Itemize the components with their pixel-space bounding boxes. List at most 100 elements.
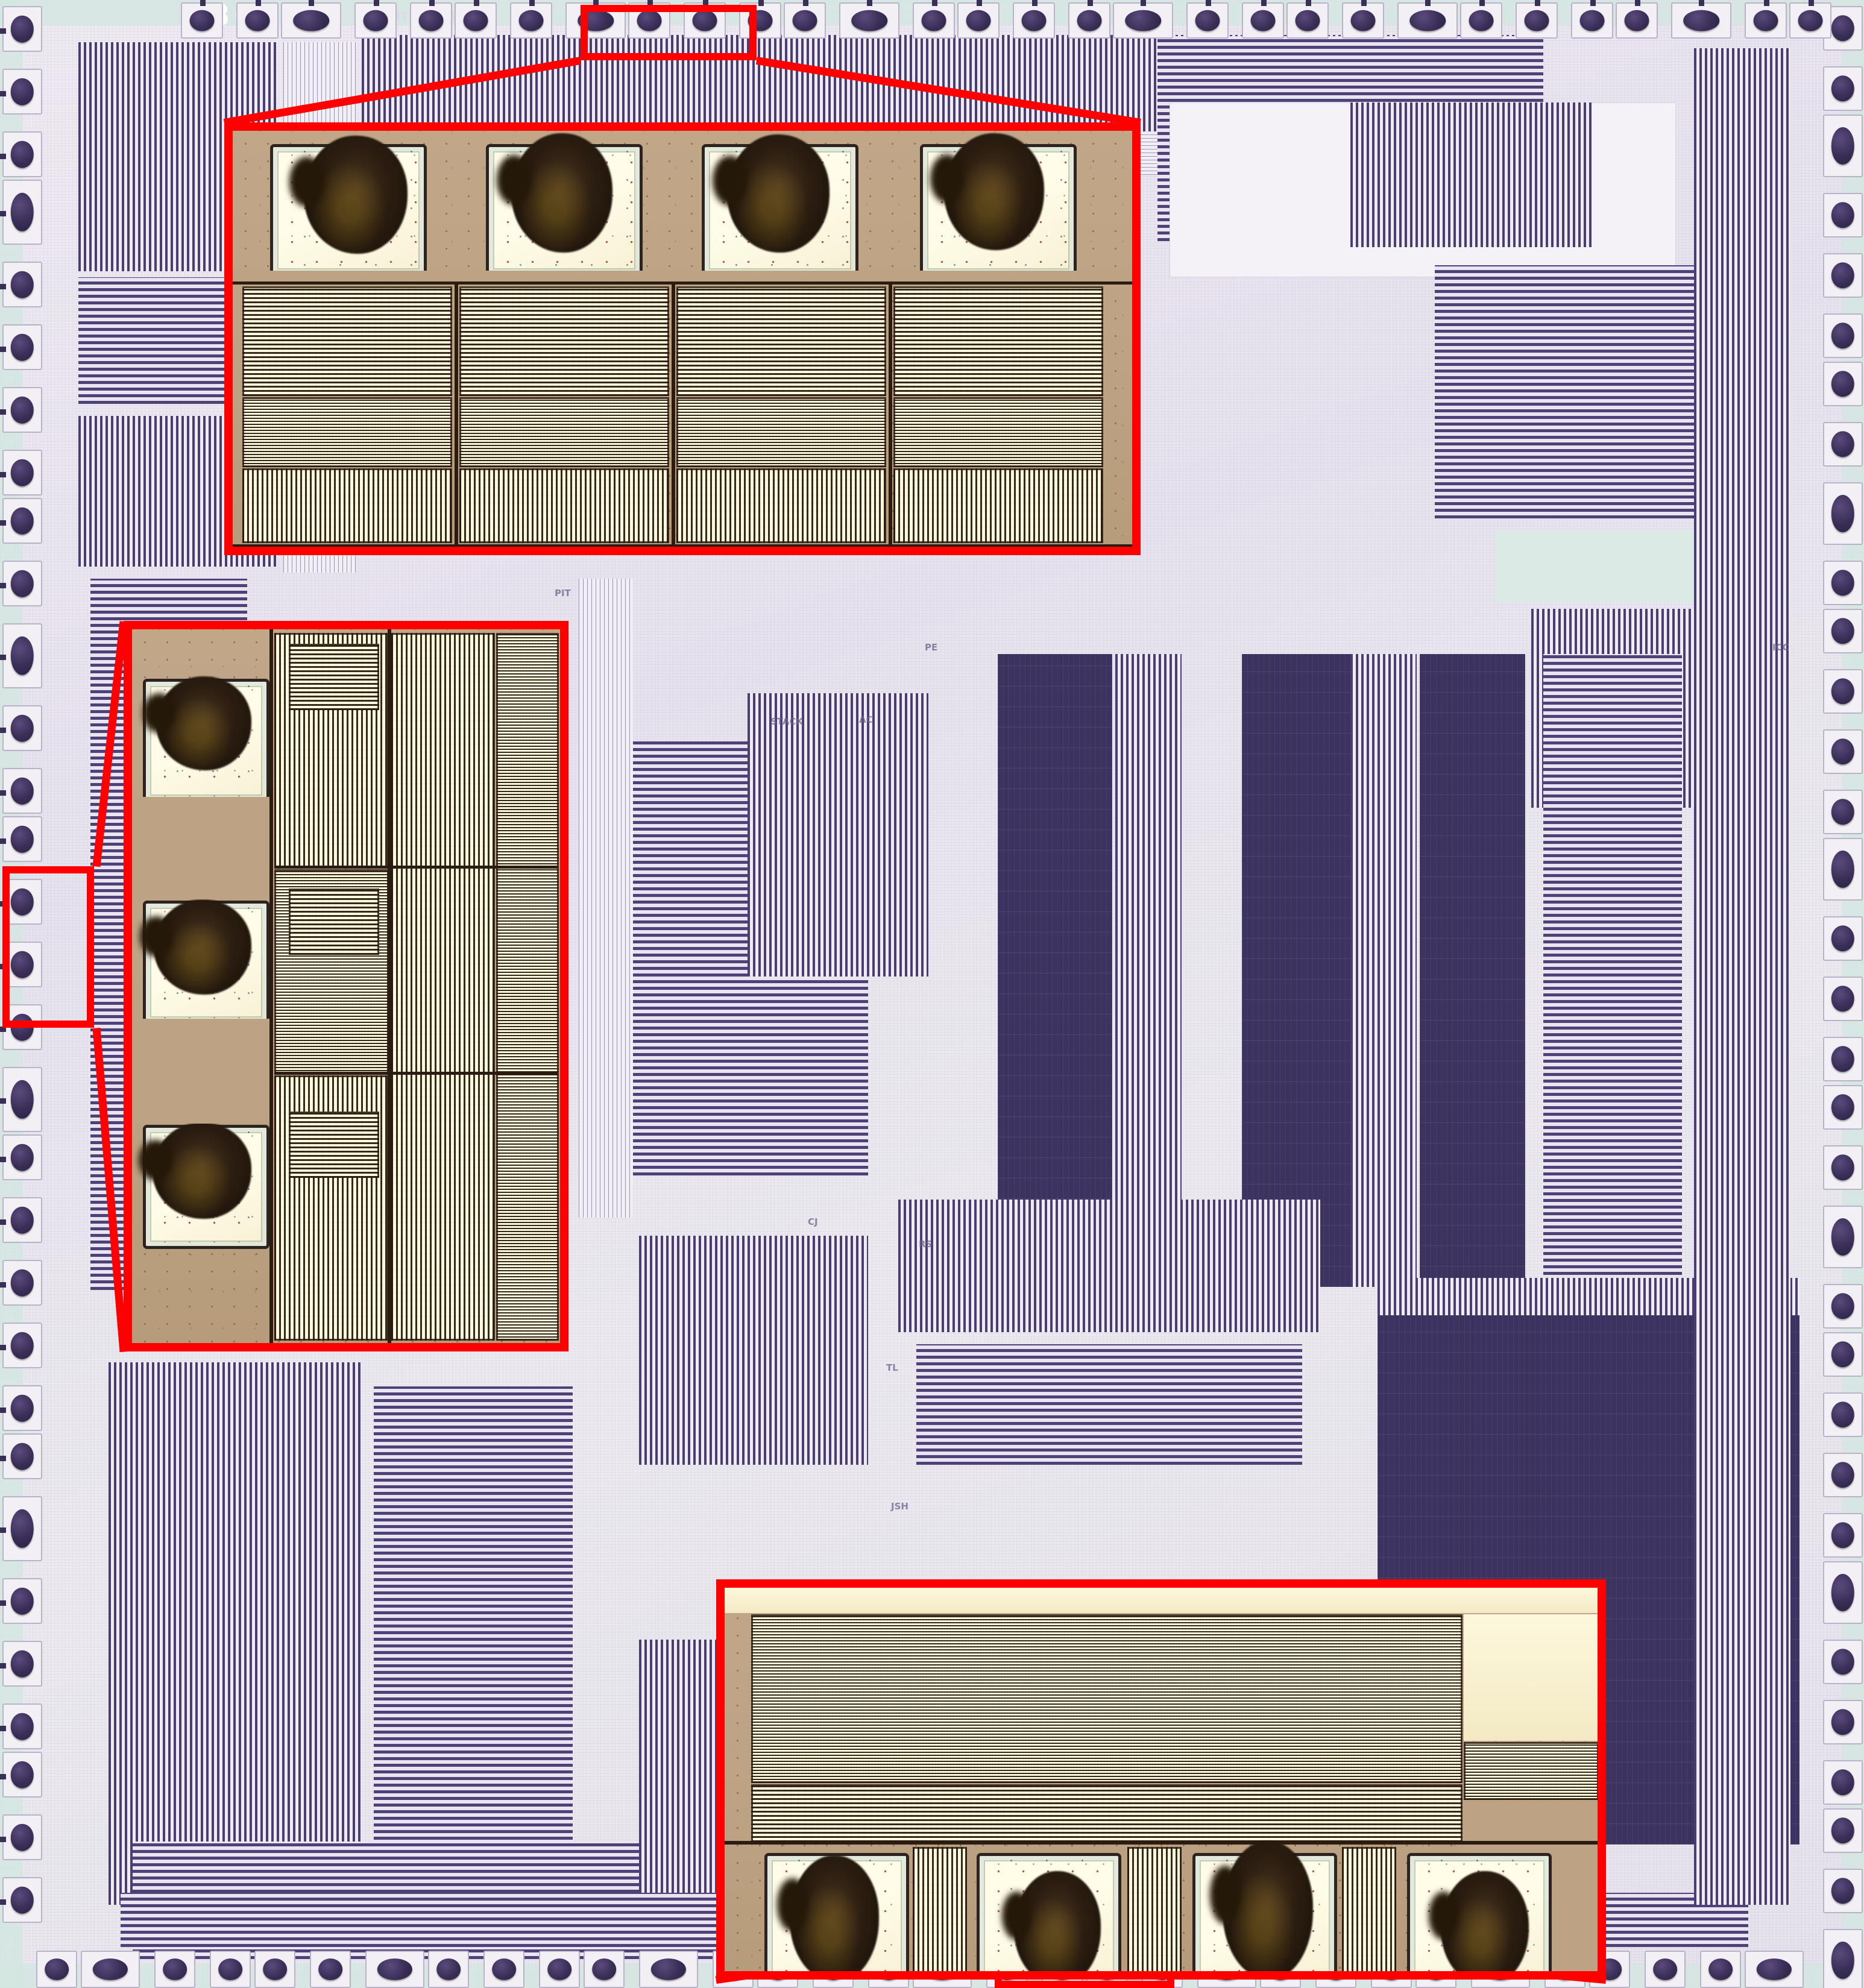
bond-pad-left <box>0 1578 42 1624</box>
magnified-driver-routing <box>893 468 1103 543</box>
bond-pad-left <box>0 6 42 52</box>
bond-pad-right <box>1823 729 1863 774</box>
left-pad-column-callout <box>124 621 568 1351</box>
top-pad-row-callout <box>224 122 1141 555</box>
bond-pad-bottom <box>1645 1951 1686 1988</box>
bond-pad-top <box>181 0 223 39</box>
bond-pad-right <box>1823 362 1863 406</box>
magnified-metal-strap <box>1127 1847 1182 1971</box>
bond-pad-top <box>839 0 899 39</box>
bond-pad-right <box>1823 253 1863 298</box>
bond-pad-bottom <box>154 1951 195 1988</box>
bond-pad-top <box>1516 0 1558 39</box>
magnified-driver-detail <box>893 397 1103 467</box>
bond-pad-left <box>0 180 42 245</box>
die-block-label: PIT <box>555 588 571 599</box>
bond-pad-bottom <box>310 1951 351 1988</box>
bond-pad-left <box>0 1433 42 1479</box>
bond-pad-bottom <box>639 1951 698 1988</box>
callout-source-rect-top <box>581 5 757 60</box>
block-microcode-pla-1 <box>998 654 1112 1281</box>
magnified-bus-detail <box>496 633 559 1341</box>
bond-pad-right <box>1823 609 1863 653</box>
bond-pad-left <box>0 1197 42 1243</box>
magnified-output-driver <box>242 286 452 396</box>
magnified-driver-routing <box>676 468 886 543</box>
bond-pad-top <box>957 0 1000 39</box>
bond-pad-top <box>354 0 397 39</box>
die-block-label: JSH <box>891 1501 908 1512</box>
magnified-bus-detail <box>1464 1742 1598 1800</box>
bond-pad-right <box>1823 1513 1863 1558</box>
block-pla-decoder-3 <box>1543 654 1682 1275</box>
magnified-output-driver <box>289 1112 379 1178</box>
bond-pad-bottom <box>81 1951 140 1988</box>
bond-pad-top <box>1460 0 1502 39</box>
block-analog-well <box>1495 530 1712 603</box>
bond-wire-residue <box>139 1122 251 1219</box>
bond-pad-right <box>1823 422 1863 467</box>
bond-pad-right <box>1823 1037 1863 1081</box>
bond-pad-top <box>565 0 626 39</box>
bond-pad-right <box>1823 838 1863 901</box>
magnified-driver-routing <box>274 1075 389 1341</box>
bond-pad-left <box>0 768 42 814</box>
bond-pad-bottom <box>1745 1951 1804 1988</box>
bond-pad-bottom <box>1700 1951 1741 1988</box>
bond-pad-right <box>1823 1640 1863 1684</box>
block-alu-datapath <box>898 1200 1320 1332</box>
bond-wire-residue <box>497 133 612 253</box>
magnified-output-driver <box>676 286 886 396</box>
bond-pad-left <box>0 1814 42 1860</box>
bond-pad-left <box>0 131 42 177</box>
bond-pad-right <box>1823 1085 1863 1130</box>
bond-pad-right <box>1823 1869 1863 1913</box>
bond-pad-right <box>1823 669 1863 714</box>
bond-pad-bottom <box>254 1951 295 1988</box>
magnified-metal-bus <box>391 633 495 1341</box>
routing-channel-center <box>579 579 633 1218</box>
magnified-driver-routing <box>459 468 669 543</box>
magnified-output-driver <box>289 889 379 955</box>
magnified-metal-strap <box>1342 1847 1396 1971</box>
bond-pad-bottom <box>483 1951 524 1988</box>
bond-pad-top <box>1242 0 1284 39</box>
block-left-lower-cells-b <box>374 1386 573 1893</box>
bond-pad-right <box>1823 1206 1863 1268</box>
magnified-driver-logic-row <box>751 1614 1463 1783</box>
die-block-label: TL <box>886 1362 898 1373</box>
bond-wire-residue <box>1001 1871 1101 1971</box>
bond-pad-top <box>1671 0 1731 39</box>
bond-pad-left <box>0 1260 42 1306</box>
bond-wire-residue <box>1428 1871 1529 1971</box>
bond-pad-right <box>1823 977 1863 1021</box>
block-instruction-decoder <box>748 693 928 977</box>
bond-pad-left <box>0 1385 42 1431</box>
bond-pad-top <box>1186 0 1229 39</box>
bond-pad-left <box>0 1752 42 1798</box>
magnified-driver-logic-row <box>751 1784 1463 1842</box>
bond-pad-right <box>1823 313 1863 358</box>
bond-pad-right <box>1823 1760 1863 1805</box>
bond-pad-bottom <box>210 1951 251 1988</box>
bond-pad-right <box>1823 1808 1863 1853</box>
bond-pad-left <box>0 1134 42 1180</box>
block-pla-decoder-2 <box>1350 654 1417 1287</box>
bond-pad-bottom <box>365 1951 424 1988</box>
bond-pad-right <box>1823 115 1863 177</box>
bond-pad-left <box>0 1067 42 1132</box>
bond-pad-right <box>1823 193 1863 237</box>
bond-pad-left <box>0 324 42 370</box>
bond-pad-bottom <box>36 1951 77 1988</box>
bond-pad-bottom <box>428 1951 469 1988</box>
bond-pad-bottom <box>584 1951 625 1988</box>
bond-pad-left <box>0 498 42 544</box>
bond-pad-top <box>281 0 341 39</box>
bond-pad-top <box>1286 0 1329 39</box>
bond-pad-top <box>913 0 955 39</box>
bond-pad-top <box>1113 0 1173 39</box>
bond-pad-right <box>1823 1700 1863 1744</box>
bond-wire-residue <box>713 134 830 253</box>
bond-pad-left <box>0 816 42 862</box>
